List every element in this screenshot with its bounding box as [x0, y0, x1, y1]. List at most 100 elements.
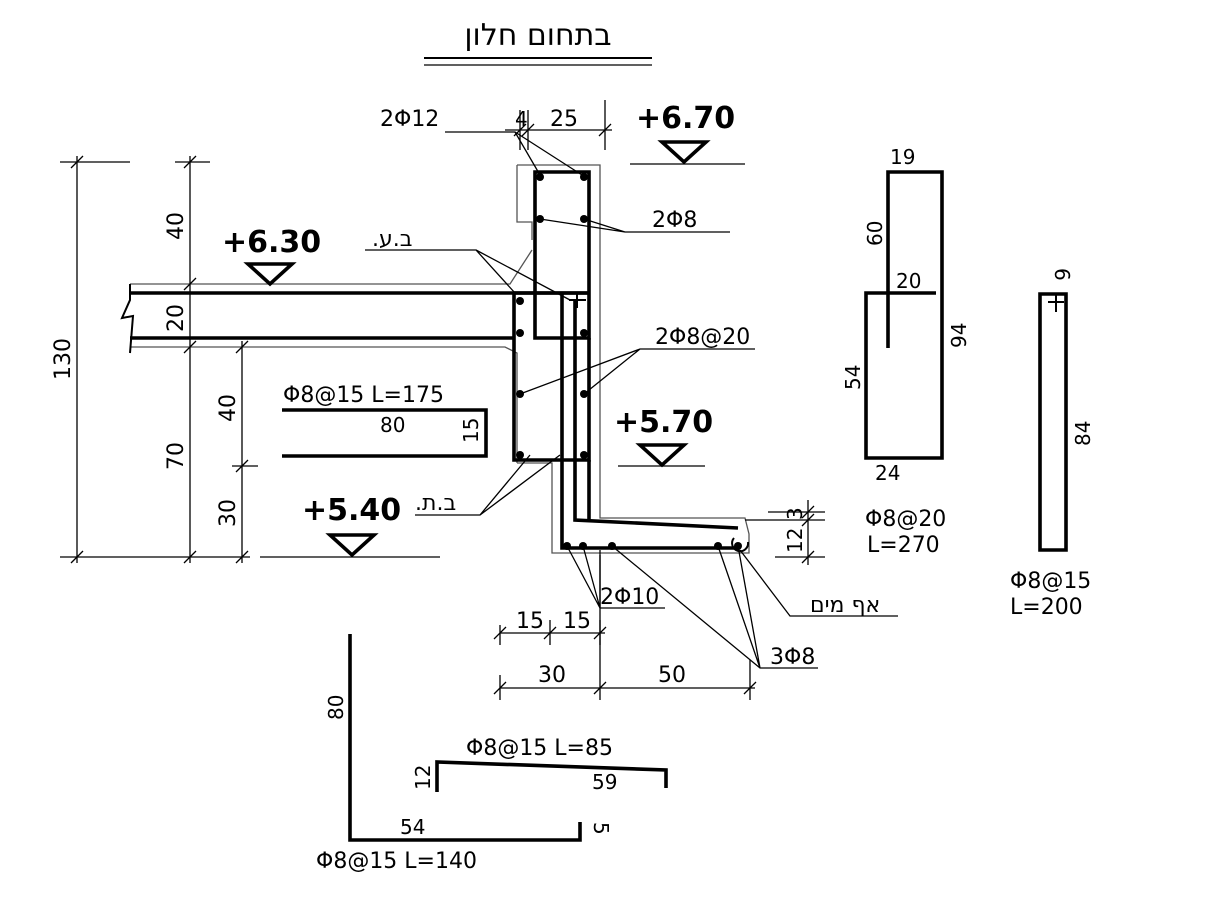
label-drip: אף מים — [810, 593, 880, 618]
slab-bar-spec: Φ8@15 L=175 — [283, 383, 444, 408]
concrete-outline — [130, 164, 750, 554]
leader-bt — [415, 454, 561, 516]
ext-lines-sill — [745, 511, 825, 558]
slab-bar-shape — [282, 408, 488, 458]
leader-2f8 — [539, 218, 730, 233]
dim-50: 50 — [658, 663, 686, 688]
dim-40-top: 40 — [164, 212, 189, 240]
slab-bottom-outline — [130, 346, 518, 463]
left-dimensions: 130 40 20 70 40 30 — [51, 155, 258, 564]
elevation-630-text: +6.30 — [222, 225, 321, 260]
leader-lines — [365, 131, 898, 669]
sill-l-bar — [560, 338, 740, 550]
slab-break-line — [120, 284, 135, 354]
leader-2f12 — [445, 131, 583, 176]
dim-3: 3 — [783, 507, 807, 520]
l-bar-hook: 5 — [589, 822, 613, 835]
wall-outline — [517, 164, 750, 554]
stirrup-a-right: 94 — [947, 323, 971, 348]
rebar-dot — [516, 329, 524, 337]
elevation-630-triangle — [243, 262, 297, 287]
rebar-dot — [536, 173, 544, 181]
bar-cross-mark — [569, 292, 586, 308]
elevation-540-triangle — [325, 533, 379, 558]
stirrup-a-schedule: 19 60 20 54 94 24 Φ8@20 L=270 — [841, 145, 971, 558]
dim-25: 25 — [550, 107, 578, 132]
rebar-dots — [516, 173, 742, 550]
dim-30-bottom: 30 — [538, 663, 566, 688]
label-2f8at20: 2Φ8@20 — [655, 325, 750, 350]
leader-drip — [739, 549, 898, 617]
dim-ticks-left-chain — [183, 155, 197, 564]
label-2f10: 2Φ10 — [600, 585, 659, 610]
slab-top-outline — [130, 249, 533, 285]
elevation-540-text: +5.40 — [302, 493, 401, 528]
dim-20-slab: 20 — [164, 304, 189, 332]
sill-bar-spec: Φ8@15 L=85 — [466, 736, 613, 761]
label-bt: .ב.ת — [415, 491, 456, 516]
stirrup-a-top: 19 — [890, 145, 915, 169]
stirrup-a-shape — [864, 170, 944, 460]
sill-bar-length: 59 — [592, 770, 617, 794]
dim-12: 12 — [783, 528, 807, 553]
elevation-540: +5.40 — [260, 493, 440, 558]
elevation-670: +6.70 — [630, 101, 745, 165]
leader-3f8 — [611, 545, 818, 669]
sill-bar-shape — [435, 760, 668, 792]
dim-15-b: 15 — [563, 609, 591, 634]
stirrup-a-bottom: 24 — [875, 461, 900, 485]
elevation-670-text: +6.70 — [636, 101, 735, 136]
bottom-dimensions: 15 15 30 50 — [493, 555, 757, 700]
stirrup-b-spec-1: Φ8@15 — [1010, 569, 1091, 594]
dim-70: 70 — [164, 442, 189, 470]
elevation-630: +6.30 — [222, 225, 321, 287]
l-bar-shape — [348, 634, 582, 842]
stirrup-a-left-bottom: 54 — [841, 365, 865, 390]
l-bar-spec: Φ8@15 L=140 — [316, 849, 477, 874]
slab-bar-len-a: 80 — [380, 413, 405, 437]
slab-bar-schedule: Φ8@15 L=175 80 15 — [282, 383, 488, 458]
leader-ba — [365, 249, 571, 301]
dim-ticks-30-50 — [493, 681, 757, 695]
l-bar-schedule: 80 54 5 Φ8@15 L=140 — [316, 634, 613, 874]
elevation-570-text: +5.70 — [614, 405, 713, 440]
stirrup-b-spec-2: L=200 — [1010, 595, 1083, 620]
dim-ticks-top — [513, 123, 612, 137]
stirrup-b-top: 6 — [1050, 268, 1074, 281]
elevation-570-triangle — [635, 443, 689, 468]
rebar-dot — [516, 297, 524, 305]
rebar-dot — [580, 329, 588, 337]
top-dimensions: 4 25 — [505, 100, 612, 150]
dim-30-low: 30 — [216, 499, 241, 527]
sill-bar-hook: 12 — [411, 765, 435, 790]
l-bar-vertical: 80 — [324, 695, 348, 720]
dim-ticks-130 — [70, 155, 84, 564]
l-bar-horizontal: 54 — [400, 815, 425, 839]
elevation-570: +5.70 — [614, 405, 713, 468]
stirrup-b-right: 84 — [1071, 421, 1095, 446]
parapet-notch — [516, 165, 533, 240]
sill-dimensions: 3 12 — [745, 500, 825, 565]
dim-4: 4 — [515, 107, 528, 131]
dim-ticks-sill — [801, 505, 815, 564]
stirrup-a-spec-1: Φ8@20 — [865, 507, 946, 532]
rebar-dot — [516, 451, 524, 459]
dim-130: 130 — [51, 338, 76, 380]
stirrup-b-cross — [1048, 294, 1064, 312]
drip-hook — [731, 537, 750, 553]
drawing-title: בתחום חלון — [424, 18, 652, 66]
stirrup-a-spec-2: L=270 — [867, 533, 940, 558]
elevation-670-triangle — [657, 140, 711, 165]
title-text: בתחום חלון — [464, 18, 611, 53]
dim-15-a: 15 — [516, 609, 544, 634]
dim-ticks-mid-chain — [235, 340, 249, 564]
label-ba: .ב.ע — [372, 227, 412, 252]
dim-40-mid: 40 — [216, 394, 241, 422]
beam-stirrup — [512, 293, 591, 462]
stirrup-b-schedule: 6 84 Φ8@15 L=200 — [1010, 268, 1095, 620]
leader-2f8at20 — [519, 348, 755, 395]
stirrup-a-left-top: 60 — [863, 221, 887, 246]
label-3f8: 3Φ8 — [770, 645, 815, 670]
wall-reinforcement — [512, 170, 740, 550]
